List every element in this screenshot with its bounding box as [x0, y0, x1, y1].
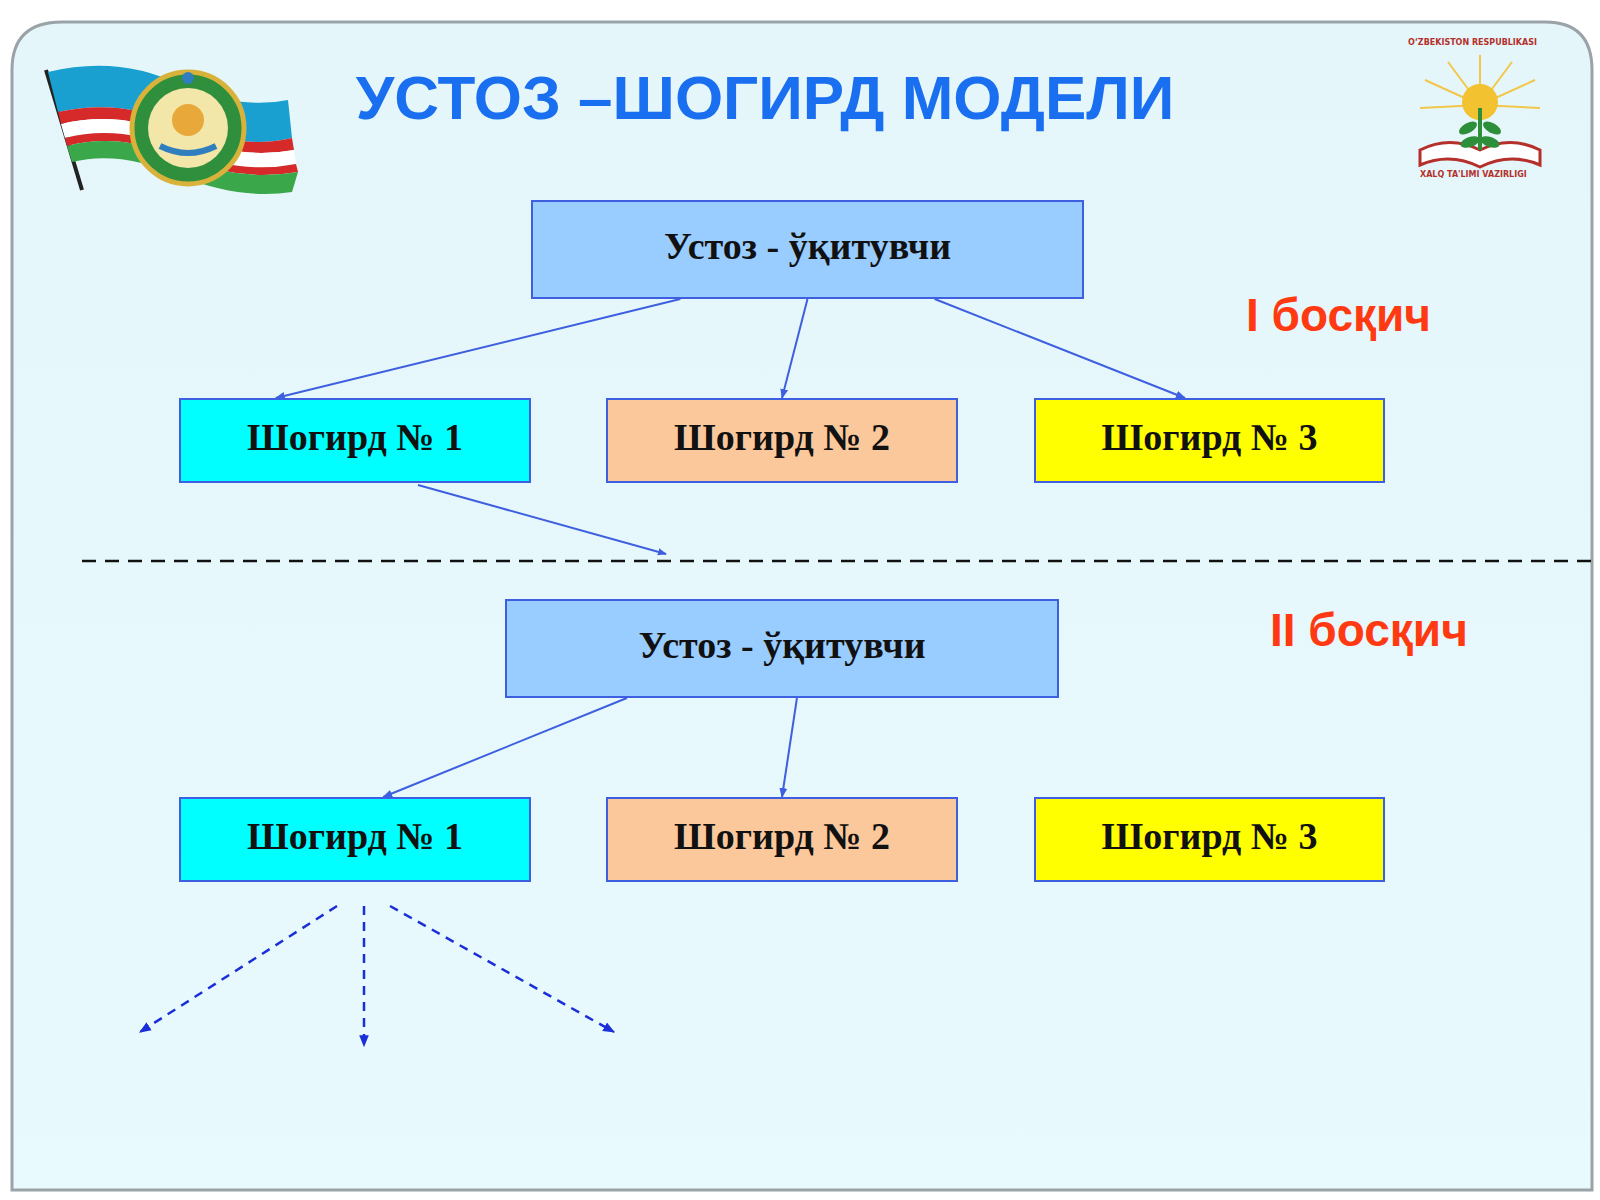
- stage-label: I босқич: [1246, 288, 1431, 342]
- logo-text: XALQ TA'LIMI VAZIRLIGI: [1420, 170, 1527, 179]
- box-label: Шогирд № 2: [674, 415, 890, 459]
- box-label: Шогирд № 1: [247, 415, 463, 459]
- teacher-box: Устоз - ўқитувчи: [531, 200, 1084, 299]
- transition-arrow: [418, 485, 666, 554]
- arrow-connector: [383, 698, 627, 797]
- apprentice-box: Шогирд № 1: [179, 398, 531, 483]
- box-label: Шогирд № 1: [247, 814, 463, 858]
- ministry-logo: [1420, 55, 1540, 167]
- logo-text: O‘ZBEKISTON RESPUBLIKASI: [1408, 38, 1537, 47]
- box-label: Шогирд № 2: [674, 814, 890, 858]
- apprentice-box: Шогирд № 1: [179, 797, 531, 882]
- box-label: Устоз - ўқитувчи: [638, 623, 925, 667]
- arrow-connector: [782, 698, 797, 797]
- apprentice-box: Шогирд № 3: [1034, 398, 1385, 483]
- arrow-connector: [782, 299, 808, 398]
- box-label: Устоз - ўқитувчи: [664, 224, 951, 268]
- stage-separator: [82, 560, 1592, 563]
- slide-title: УСТОЗ –ШОГИРД МОДЕЛИ: [300, 62, 1230, 133]
- arrow-connector: [276, 299, 681, 398]
- apprentice-box: Шогирд № 2: [606, 797, 958, 882]
- future-branches: [140, 906, 614, 1046]
- box-label: Шогирд № 3: [1102, 814, 1318, 858]
- slide-panel: [12, 22, 1592, 1190]
- apprentice-box: Шогирд № 2: [606, 398, 958, 483]
- arrow-connector: [935, 299, 1185, 398]
- box-label: Шогирд № 3: [1102, 415, 1318, 459]
- flag-emblem: [46, 66, 298, 194]
- apprentice-box: Шогирд № 3: [1034, 797, 1385, 882]
- stage-label: II босқич: [1270, 603, 1468, 657]
- teacher-box: Устоз - ўқитувчи: [505, 599, 1059, 698]
